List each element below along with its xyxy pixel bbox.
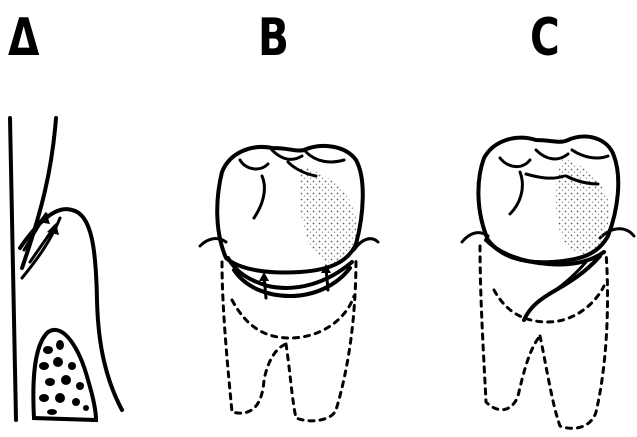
- cusp-line: [500, 158, 530, 167]
- root-outline-left: [480, 246, 540, 410]
- fissure-line: [510, 172, 522, 214]
- tooth-surface-line: [10, 118, 16, 420]
- cusp-line: [306, 152, 344, 162]
- crown-shading: [299, 166, 356, 263]
- crown-shading: [556, 158, 609, 254]
- fissure-line: [254, 176, 264, 218]
- panel-a-diagram: [10, 118, 122, 420]
- cusp-line: [572, 150, 608, 158]
- panel-c-diagram: [462, 137, 634, 429]
- cej-outline: [494, 286, 604, 322]
- cusp-line: [240, 160, 268, 169]
- cusp-line: [536, 150, 568, 159]
- cej-outline: [232, 296, 354, 338]
- panel-b-diagram: [200, 146, 378, 421]
- band-edge: [546, 262, 586, 296]
